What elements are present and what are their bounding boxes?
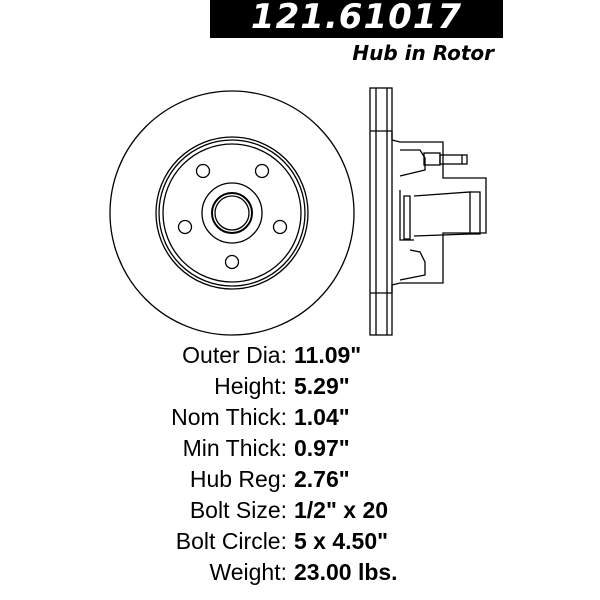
spec-label: Bolt Size: <box>189 497 287 523</box>
spec-row-outer-dia: Outer Dia: 11.09" <box>0 340 600 370</box>
bolt-hole-icons <box>177 163 288 270</box>
spec-label: Height: <box>214 373 287 399</box>
spec-row-nom-thick: Nom Thick: 1.04" <box>0 402 600 432</box>
spec-label: Hub Reg: <box>189 466 287 492</box>
spec-row-min-thick: Min Thick: 0.97" <box>0 433 600 463</box>
spec-label: Nom Thick: <box>171 404 287 430</box>
spec-value: 5.29" <box>294 373 350 399</box>
spec-value: 23.00 lbs. <box>294 559 398 585</box>
part-number-banner: 121.61017 <box>210 0 503 38</box>
spec-value: 5 x 4.50" <box>294 528 389 554</box>
spec-value: 1.04" <box>294 404 350 430</box>
spec-label: Bolt Circle: <box>175 528 287 554</box>
spec-row-height: Height: 5.29" <box>0 371 600 401</box>
product-subtitle: Hub in Rotor <box>352 41 494 65</box>
spec-row-weight: Weight: 23.00 lbs. <box>0 557 600 587</box>
rotor-side-section-view <box>369 87 487 336</box>
spec-label: Weight: <box>209 559 287 585</box>
spec-row-bolt-circle: Bolt Circle: 5 x 4.50" <box>0 526 600 556</box>
rotor-front-view <box>109 90 355 336</box>
spec-value: 11.09" <box>294 342 362 368</box>
spec-row-hub-reg: Hub Reg: 2.76" <box>0 464 600 494</box>
spec-value: 1/2" x 20 <box>294 497 389 523</box>
spec-row-bolt-size: Bolt Size: 1/2" x 20 <box>0 495 600 525</box>
spec-value: 2.76" <box>294 466 350 492</box>
spec-label: Min Thick: <box>182 435 287 461</box>
part-number: 121.61017 <box>250 0 463 37</box>
spec-label: Outer Dia: <box>182 342 287 368</box>
spec-value: 0.97" <box>294 435 350 461</box>
